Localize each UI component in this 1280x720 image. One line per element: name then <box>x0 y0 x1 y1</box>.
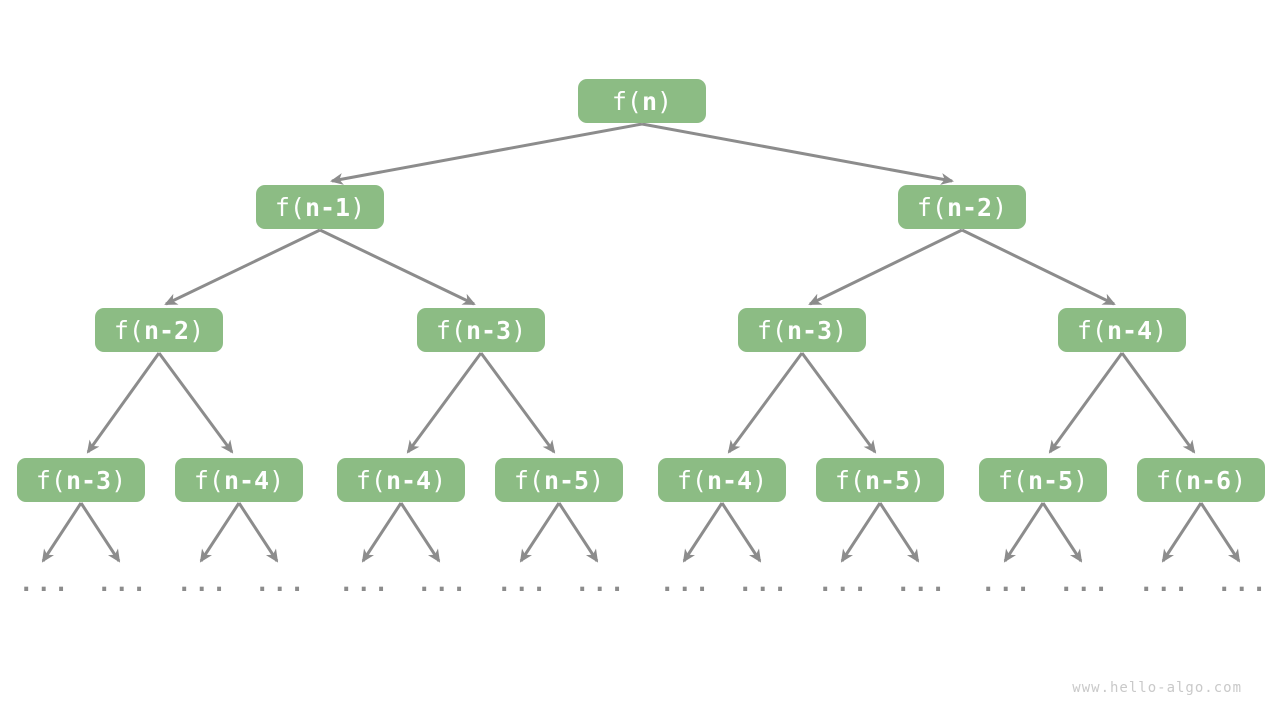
tree-node-l4-f-n-4c: f(n-4) <box>658 458 786 502</box>
tree-node-l4-f-n-5c: f(n-5) <box>979 458 1107 502</box>
node-label-var: n-5 <box>543 465 590 495</box>
edges-level2-to-level3 <box>164 228 1116 306</box>
ellipsis: ... <box>738 569 791 597</box>
ellipsis: ... <box>177 569 230 597</box>
node-label-suffix: ) <box>657 86 673 116</box>
node-label-prefix: f( <box>997 465 1028 495</box>
node-label-prefix: f( <box>611 86 642 116</box>
node-label-suffix: ) <box>589 465 605 495</box>
tree-node-l4-f-n-5a: f(n-5) <box>495 458 623 502</box>
ellipsis: ... <box>1217 569 1270 597</box>
node-label-prefix: f( <box>274 192 305 222</box>
node-label-suffix: ) <box>269 465 285 495</box>
node-label-suffix: ) <box>1073 465 1089 495</box>
node-label-var: n-4 <box>385 465 432 495</box>
node-label-var: n-5 <box>1027 465 1074 495</box>
tree-node-l3-f-n-4: f(n-4) <box>1058 308 1186 352</box>
ellipsis: ... <box>497 569 550 597</box>
node-label-suffix: ) <box>111 465 127 495</box>
node-label-suffix: ) <box>511 315 527 345</box>
tree-node-l3-f-n-3: f(n-3) <box>417 308 545 352</box>
node-label-prefix: f( <box>355 465 386 495</box>
node-label-suffix: ) <box>350 192 366 222</box>
edges-level4-to-ellipsis <box>41 502 1241 563</box>
ellipsis: ... <box>255 569 308 597</box>
node-label-var: n-4 <box>706 465 753 495</box>
node-label-var: n-4 <box>223 465 270 495</box>
tree-node-l4-f-n-3: f(n-3) <box>17 458 145 502</box>
node-label-suffix: ) <box>1152 315 1168 345</box>
tree-node-l4-f-n-4b: f(n-4) <box>337 458 465 502</box>
ellipsis: ... <box>1139 569 1192 597</box>
ellipsis: ... <box>660 569 713 597</box>
ellipsis: ... <box>1059 569 1112 597</box>
node-label-suffix: ) <box>1231 465 1247 495</box>
node-label-prefix: f( <box>676 465 707 495</box>
node-label-prefix: f( <box>916 192 947 222</box>
node-label-prefix: f( <box>513 465 544 495</box>
ellipsis: ... <box>97 569 150 597</box>
edges-level3-to-level4 <box>86 352 1196 454</box>
node-label-suffix: ) <box>992 192 1008 222</box>
node-label-suffix: ) <box>910 465 926 495</box>
ellipsis: ... <box>19 569 72 597</box>
watermark-url: www.hello-algo.com <box>1072 680 1242 696</box>
node-label-prefix: f( <box>113 315 144 345</box>
node-label-suffix: ) <box>431 465 447 495</box>
tree-node-l4-f-n-4a: f(n-4) <box>175 458 303 502</box>
tree-node-f-n: f(n) <box>578 79 706 123</box>
node-label-var: n-3 <box>465 315 512 345</box>
node-label-var: n-2 <box>946 192 993 222</box>
ellipsis: ... <box>981 569 1034 597</box>
ellipsis: ... <box>339 569 392 597</box>
node-label-prefix: f( <box>1076 315 1107 345</box>
node-label-var: n-4 <box>1106 315 1153 345</box>
tree-node-l3-f-n-2: f(n-2) <box>95 308 223 352</box>
node-label-var: n-3 <box>786 315 833 345</box>
tree-node-l3-f-n-3b: f(n-3) <box>738 308 866 352</box>
node-label-var: n <box>641 86 658 116</box>
node-label-suffix: ) <box>752 465 768 495</box>
node-label-suffix: ) <box>189 315 205 345</box>
node-label-suffix: ) <box>832 315 848 345</box>
node-label-var: n-1 <box>304 192 351 222</box>
node-label-var: n-6 <box>1185 465 1232 495</box>
ellipsis: ... <box>417 569 470 597</box>
node-label-var: n-3 <box>65 465 112 495</box>
node-label-prefix: f( <box>35 465 66 495</box>
node-label-var: n-5 <box>864 465 911 495</box>
tree-node-f-n-2: f(n-2) <box>898 185 1026 229</box>
tree-node-f-n-1: f(n-1) <box>256 185 384 229</box>
tree-node-l4-f-n-6: f(n-6) <box>1137 458 1265 502</box>
edges-level1-to-level2 <box>330 122 954 185</box>
node-label-prefix: f( <box>193 465 224 495</box>
ellipsis: ... <box>896 569 949 597</box>
ellipsis: ... <box>575 569 628 597</box>
node-label-prefix: f( <box>435 315 466 345</box>
node-label-prefix: f( <box>834 465 865 495</box>
node-label-prefix: f( <box>756 315 787 345</box>
node-label-var: n-2 <box>143 315 190 345</box>
ellipsis: ... <box>818 569 871 597</box>
tree-node-l4-f-n-5b: f(n-5) <box>816 458 944 502</box>
node-label-prefix: f( <box>1155 465 1186 495</box>
